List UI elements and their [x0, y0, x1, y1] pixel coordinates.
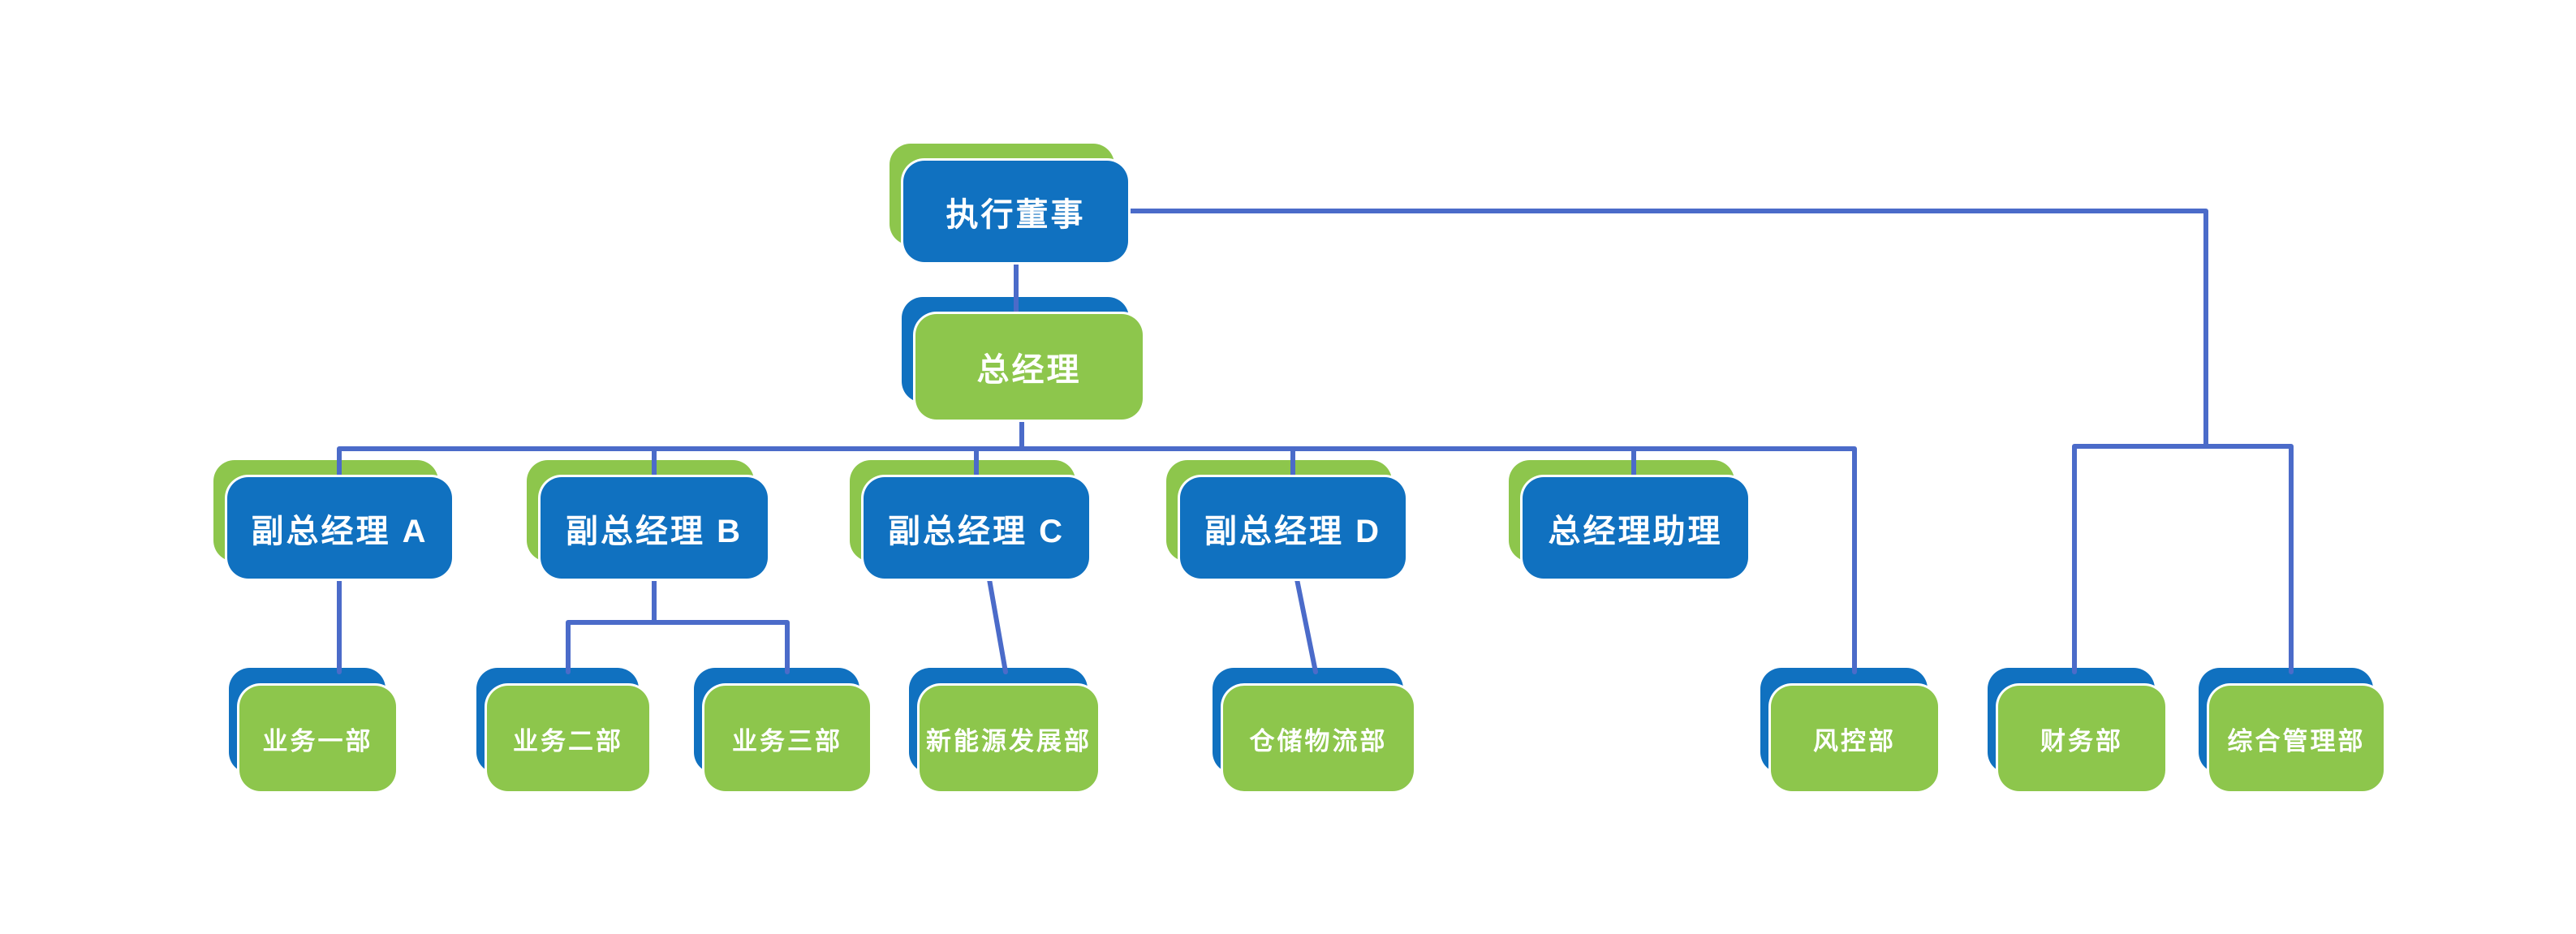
- node-card: 副总经理 D: [1180, 477, 1406, 579]
- node-label: 总经理: [976, 352, 1082, 388]
- node-card: 新能源发展部: [920, 686, 1098, 791]
- connector-main-bus: [337, 446, 1857, 674]
- node-label: 副总经理 C: [888, 513, 1065, 549]
- connector-executive-right-feed: [1126, 209, 2208, 448]
- node-card: 业务一部: [239, 686, 396, 791]
- node-label: 副总经理 B: [566, 513, 743, 549]
- node-label: 新能源发展部: [926, 726, 1092, 755]
- node-label: 业务一部: [262, 726, 373, 755]
- org-node-deputy-gm-c[interactable]: 副总经理 C: [850, 460, 1089, 579]
- org-node-general-manager[interactable]: 总经理: [902, 297, 1143, 420]
- connector-b-to-business2-3: [566, 577, 790, 674]
- connector-d-to-warehouse: [1294, 577, 1318, 674]
- node-label: 仓储物流部: [1249, 726, 1388, 755]
- org-node-general-admin-dept[interactable]: 综合管理部: [2199, 668, 2384, 791]
- connector-c-to-new-energy: [987, 577, 1008, 674]
- org-node-deputy-gm-d[interactable]: 副总经理 D: [1166, 460, 1406, 579]
- org-node-business-dept-2[interactable]: 业务二部: [476, 668, 649, 791]
- node-label: 总经理助理: [1548, 513, 1723, 549]
- node-card: 业务三部: [704, 686, 870, 791]
- node-card: 财务部: [1998, 686, 2165, 791]
- org-node-deputy-gm-b[interactable]: 副总经理 B: [527, 460, 768, 579]
- org-node-gm-assistant[interactable]: 总经理助理: [1509, 460, 1748, 579]
- node-label: 业务三部: [732, 726, 842, 755]
- org-node-new-energy-development-dept[interactable]: 新能源发展部: [909, 668, 1098, 791]
- org-node-warehouse-logistics-dept[interactable]: 仓储物流部: [1213, 668, 1414, 791]
- node-label: 副总经理 A: [251, 513, 429, 549]
- node-label: 综合管理部: [2227, 726, 2366, 755]
- node-card: 综合管理部: [2209, 686, 2384, 791]
- node-card: 风控部: [1771, 686, 1938, 791]
- node-card: 副总经理 A: [227, 477, 452, 579]
- node-card: 仓储物流部: [1223, 686, 1414, 791]
- node-label: 业务二部: [513, 726, 623, 755]
- org-node-risk-control-dept[interactable]: 风控部: [1760, 668, 1938, 791]
- node-label: 风控部: [1813, 726, 1896, 755]
- node-card: 总经理助理: [1523, 477, 1748, 579]
- node-label: 副总经理 D: [1204, 513, 1381, 549]
- node-label: 财务部: [2040, 726, 2123, 755]
- org-node-deputy-gm-a[interactable]: 副总经理 A: [213, 460, 452, 579]
- org-node-business-dept-1[interactable]: 业务一部: [229, 668, 396, 791]
- node-card: 总经理: [915, 314, 1143, 420]
- node-card: 副总经理 B: [541, 477, 768, 579]
- node-card: 执行董事: [903, 161, 1128, 262]
- node-label: 执行董事: [946, 196, 1086, 233]
- org-node-executive-director[interactable]: 执行董事: [890, 144, 1128, 262]
- org-node-finance-dept[interactable]: 财务部: [1988, 668, 2165, 791]
- node-card: 业务二部: [487, 686, 649, 791]
- org-node-business-dept-3[interactable]: 业务三部: [694, 668, 870, 791]
- node-card: 副总经理 C: [864, 477, 1089, 579]
- connector-branch-finance-admin: [2072, 444, 2294, 674]
- connector-bus-drops: [652, 446, 1636, 487]
